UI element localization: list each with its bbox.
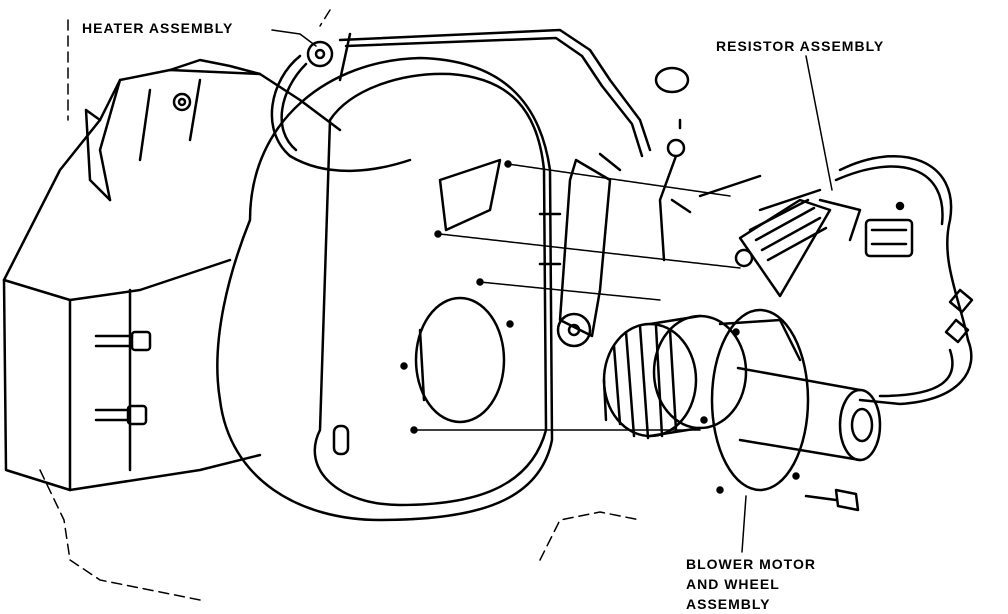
- blower-motor-label: BLOWER MOTOR AND WHEEL ASSEMBLY: [686, 554, 816, 614]
- heater-housing-top: [338, 28, 652, 158]
- bracket-arm: [538, 152, 622, 348]
- blower-motor: [700, 308, 882, 494]
- label-leader-lines: [271, 29, 833, 553]
- wiring-harness: [834, 155, 974, 406]
- blower-wheel: [602, 314, 748, 440]
- blower-motor-label-line1: BLOWER MOTOR: [686, 556, 816, 572]
- assembly-guide-lines: [413, 163, 741, 431]
- resistor-assembly-label: RESISTOR ASSEMBLY: [716, 38, 885, 54]
- blower-motor-label-line3: ASSEMBLY: [686, 596, 771, 612]
- ground-wire-terminal: [658, 118, 692, 262]
- motor-screw: [804, 488, 860, 512]
- access-plug: [654, 66, 690, 94]
- resistor-assembly-part: [698, 174, 905, 298]
- blower-scroll-housing: [216, 56, 554, 522]
- heater-wire: [270, 54, 412, 173]
- heater-case: [2, 40, 342, 492]
- vehicle-outline: [39, 9, 641, 601]
- mounting-studs: [94, 330, 152, 426]
- heater-assembly-label: HEATER ASSEMBLY: [82, 20, 234, 36]
- blower-motor-label-line2: AND WHEEL: [686, 576, 780, 592]
